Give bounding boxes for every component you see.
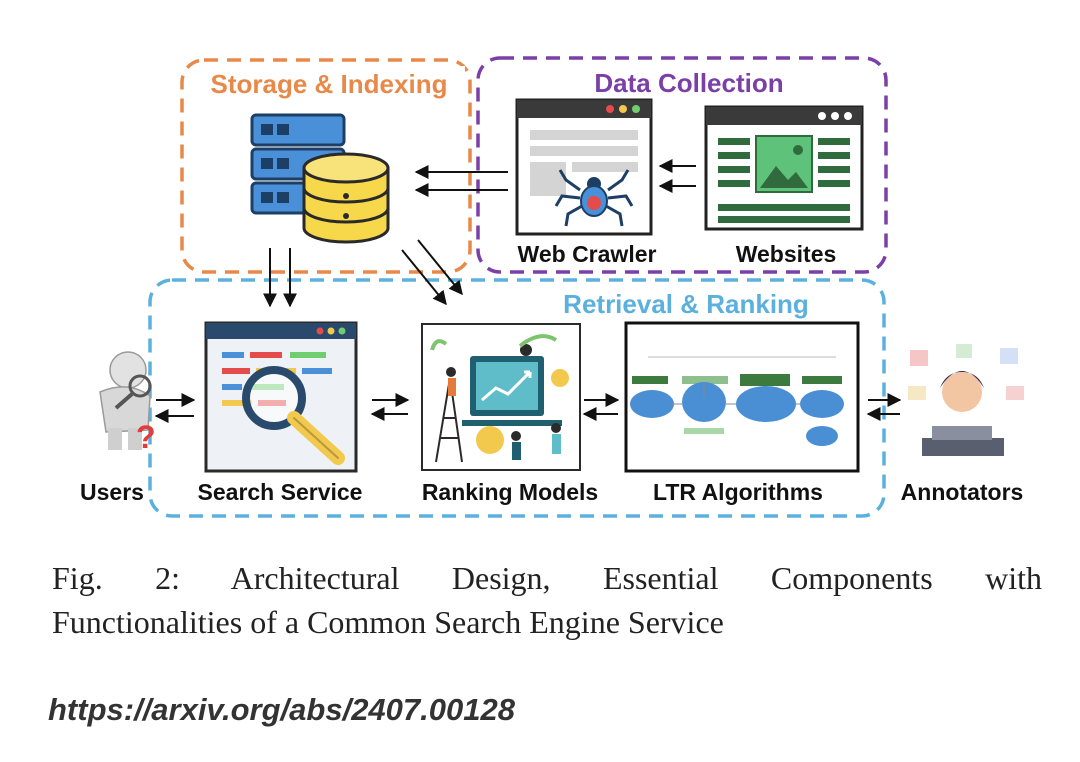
website-icon xyxy=(704,105,864,231)
svg-text:?: ? xyxy=(136,419,156,455)
spider-icon xyxy=(554,169,634,227)
data-collection-group xyxy=(476,56,888,274)
caption-line-2: Functionalities of a Common Search Engin… xyxy=(52,604,724,640)
annotator-icon xyxy=(908,344,1024,456)
storage-indexing-group xyxy=(180,58,472,274)
index-arrows xyxy=(263,239,463,308)
search-ranking-arrows xyxy=(370,393,410,421)
users-label: Users xyxy=(80,479,144,505)
caption-line-1: Fig. 2: Architectural Design, Essential … xyxy=(52,560,1042,596)
retrieval-ranking-title: Retrieval & Ranking xyxy=(563,289,809,319)
crawl-arrows xyxy=(414,159,696,197)
ranking-models-label: Ranking Models xyxy=(422,479,598,505)
search-service-label: Search Service xyxy=(198,479,363,505)
web-crawler-icon xyxy=(515,98,653,236)
ranking-ltr-arrows xyxy=(582,393,620,421)
search-service-icon xyxy=(204,321,358,473)
storage-indexing-title: Storage & Indexing xyxy=(211,69,448,99)
user-magnifier-icon: ? xyxy=(99,351,156,455)
ranking-models-icon xyxy=(421,323,581,471)
ltr-algorithms-label: LTR Algorithms xyxy=(653,479,823,505)
annotators-label: Annotators xyxy=(901,479,1024,505)
figure-caption: Fig. 2: Architectural Design, Essential … xyxy=(52,556,1042,644)
websites-label: Websites xyxy=(736,241,837,267)
ltr-flowchart-icon xyxy=(624,321,860,473)
database-server-icon xyxy=(250,113,390,244)
source-url[interactable]: https://arxiv.org/abs/2407.00128 xyxy=(48,692,515,727)
web-crawler-label: Web Crawler xyxy=(518,241,657,267)
ltr-annotator-arrows xyxy=(866,393,902,421)
user-arrows xyxy=(154,393,196,423)
architecture-diagram: Storage & Indexing Data Collection Retri… xyxy=(80,56,1024,518)
data-collection-title: Data Collection xyxy=(594,68,783,98)
